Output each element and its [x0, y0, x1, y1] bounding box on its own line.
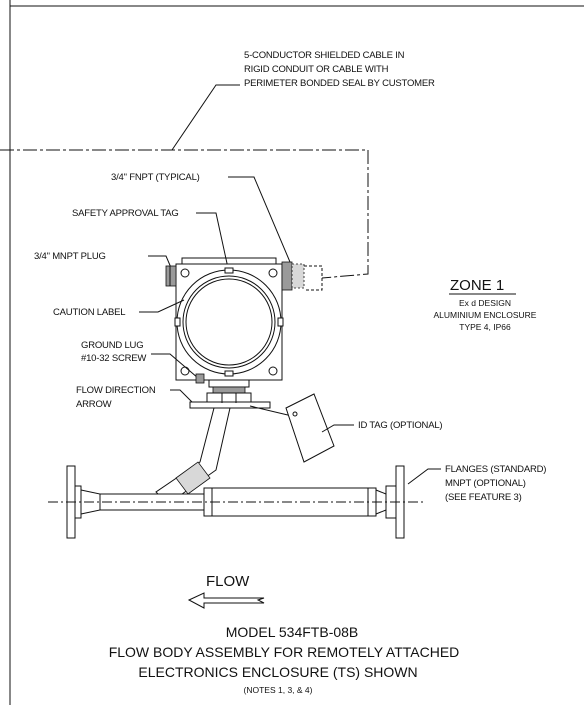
caption-line4: (NOTES 1, 3, & 4)	[244, 685, 313, 695]
flanges-label-2: MNPT (OPTIONAL)	[445, 478, 526, 489]
id-tag-leader	[321, 424, 354, 433]
flow-direction-label-1: FLOW DIRECTION	[76, 385, 156, 396]
flow-direction-leader	[170, 389, 195, 405]
id-tag	[249, 393, 335, 463]
zone-line1: Ex d DESIGN	[459, 298, 511, 308]
caution-leader	[139, 299, 185, 313]
enclosure-body	[175, 263, 283, 381]
fnpt-fitting	[281, 261, 323, 291]
electronics-enclosure	[174, 257, 284, 381]
caption-line2: FLOW BODY ASSEMBLY FOR REMOTELY ATTACHED	[109, 644, 460, 660]
mnpt-plug-leader	[148, 255, 173, 271]
ground-lug-label-1: GROUND LUG	[81, 340, 143, 351]
zone-line3: TYPE 4, IP66	[459, 322, 511, 332]
fnpt-label: 3/4" FNPT (TYPICAL)	[111, 172, 200, 183]
caption-line1: MODEL 534FTB-08B	[226, 624, 359, 640]
flanges-label-3: (SEE FEATURE 3)	[445, 492, 522, 503]
cable-route	[0, 149, 369, 279]
ground-lug-label-2: #10-32 SCREW	[81, 353, 146, 364]
zone-line2: ALUMINIUM ENCLOSURE	[434, 310, 537, 320]
ground-lug	[195, 373, 205, 384]
flow-body	[48, 465, 424, 539]
flanges-leader	[407, 468, 441, 485]
id-tag-label: ID TAG (OPTIONAL)	[358, 420, 442, 431]
mnpt-plug-label: 3/4" MNPT PLUG	[34, 251, 106, 262]
caution-label: CAUTION LABEL	[53, 307, 125, 318]
flanges-label-1: FLANGES (STANDARD)	[445, 464, 546, 475]
mnpt-plug	[165, 265, 177, 287]
flow-arrow	[187, 592, 265, 609]
safety-tag-leader	[196, 212, 229, 269]
flow-direction-label-2: ARROW	[76, 399, 112, 410]
flow-label: FLOW	[206, 573, 250, 590]
cable-label-line1: 5-CONDUCTOR SHIELDED CABLE IN	[244, 50, 405, 61]
fnpt-leader	[228, 176, 291, 263]
ground-lug-leader	[151, 353, 199, 379]
cable-leader	[171, 84, 240, 151]
zone-title: ZONE 1	[450, 277, 504, 294]
enclosure-neck	[189, 379, 271, 409]
caption-line3: ELECTRONICS ENCLOSURE (TS) SHOWN	[138, 664, 417, 680]
cable-label-line2: RIGID CONDUIT OR CABLE WITH	[244, 64, 389, 75]
safety-tag-label: SAFETY APPROVAL TAG	[72, 208, 179, 219]
enclosure-cover-inner	[182, 275, 276, 369]
cable-label-line3: PERIMETER BONDED SEAL BY CUSTOMER	[244, 78, 435, 89]
